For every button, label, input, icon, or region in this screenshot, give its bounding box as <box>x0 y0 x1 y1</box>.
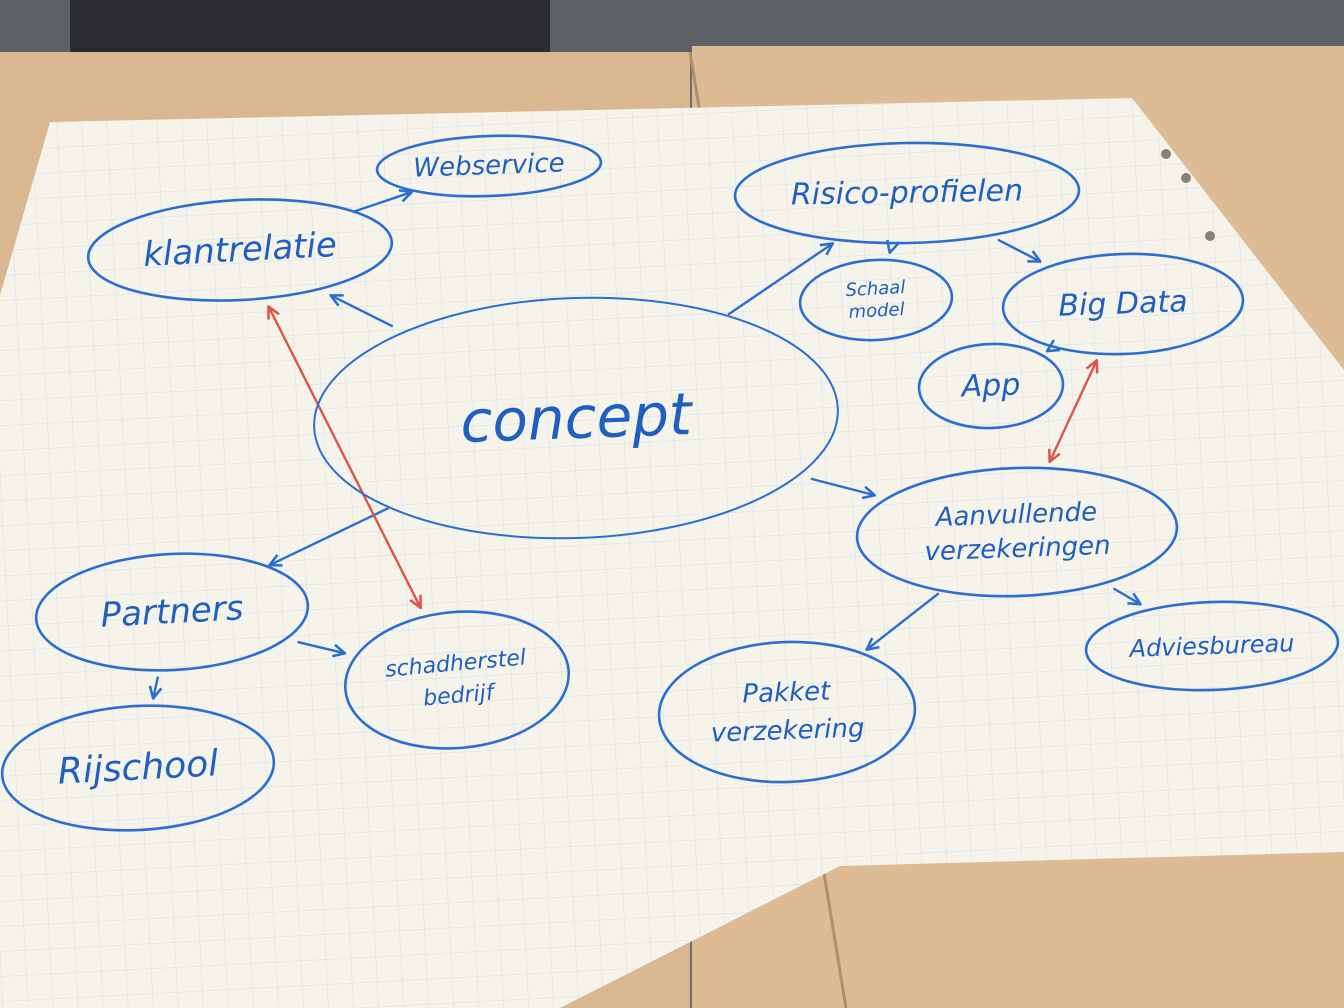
edge-klantrelatie-to-webservice <box>352 192 412 213</box>
node-pakket-verzekering-label: verzekering <box>710 713 865 748</box>
node-partners: Partners <box>34 552 310 672</box>
node-big-data-ellipse <box>1001 252 1245 356</box>
node-rijschool-ellipse <box>0 704 276 832</box>
node-big-data-label: Big Data <box>1058 284 1188 323</box>
edge-risico-profielen-to-big-data <box>997 238 1041 261</box>
node-aanvullende-verzekeringen-label: Aanvullende <box>933 497 1097 533</box>
node-webservice: Webservice <box>375 134 603 198</box>
node-app-ellipse <box>917 342 1065 430</box>
chair <box>70 0 550 55</box>
edge-risico-profielen-to-schaal-model <box>890 251 891 253</box>
node-adviesbureau-ellipse <box>1084 600 1340 692</box>
node-app: App <box>917 342 1065 430</box>
node-schaal-model-label: Schaal <box>845 277 906 301</box>
edge-big-data-to-app <box>1047 350 1049 351</box>
punch-hole <box>1161 149 1171 159</box>
edge-aanvullende-verzekeringen-to-adviesbureau <box>1113 587 1140 604</box>
node-schaal-model-label: model <box>848 299 905 323</box>
node-aanvullende-verzekeringen-label: verzekeringen <box>924 531 1111 567</box>
node-rijschool: Rijschool <box>0 704 276 832</box>
node-concept-ellipse <box>313 296 839 540</box>
edge-big-data-to-aanvullende-verzekeringen <box>1050 360 1097 461</box>
node-webservice-ellipse <box>375 134 603 198</box>
edge-klantrelatie-to-schadherstel-bedrijf <box>268 306 420 607</box>
node-rijschool-label: Rijschool <box>57 743 219 792</box>
node-webservice-label: Webservice <box>413 148 565 183</box>
edge-concept-to-aanvullende-verzekeringen <box>810 477 875 495</box>
node-aanvullende-verzekeringen-ellipse <box>855 466 1179 598</box>
node-risico-profielen-label: Risico-profielen <box>791 173 1024 212</box>
node-concept-label: concept <box>459 380 695 456</box>
node-adviesbureau: Adviesbureau <box>1084 600 1340 692</box>
node-pakket-verzekering-ellipse <box>657 640 917 784</box>
node-risico-profielen: Risico-profielen <box>733 141 1081 245</box>
edge-partners-to-rijschool <box>153 676 158 699</box>
node-concept: concept <box>313 296 839 540</box>
node-risico-profielen-ellipse <box>733 141 1081 245</box>
node-partners-label: Partners <box>100 588 245 635</box>
node-adviesbureau-label: Adviesbureau <box>1127 629 1295 663</box>
node-pakket-verzekering: Pakket verzekering <box>657 640 917 784</box>
punch-hole <box>1205 231 1215 241</box>
punch-hole <box>1181 173 1191 183</box>
node-klantrelatie-ellipse <box>86 198 394 302</box>
node-schaal-model-ellipse <box>798 258 954 342</box>
edge-partners-to-schadherstel-bedrijf <box>297 640 345 653</box>
node-app-label: App <box>959 367 1021 404</box>
edge-concept-to-risico-profielen <box>727 243 833 316</box>
node-pakket-verzekering-label: Pakket <box>742 676 832 709</box>
diagram-edges <box>153 192 1140 698</box>
diagram-nodes: conceptWebserviceklantrelatieRisico-prof… <box>0 134 1340 832</box>
node-big-data: Big Data <box>1001 252 1245 356</box>
node-partners-ellipse <box>34 552 310 672</box>
edge-aanvullende-verzekeringen-to-pakket-verzekering <box>867 592 940 650</box>
node-schadherstel-bedrijf-ellipse <box>343 610 571 750</box>
